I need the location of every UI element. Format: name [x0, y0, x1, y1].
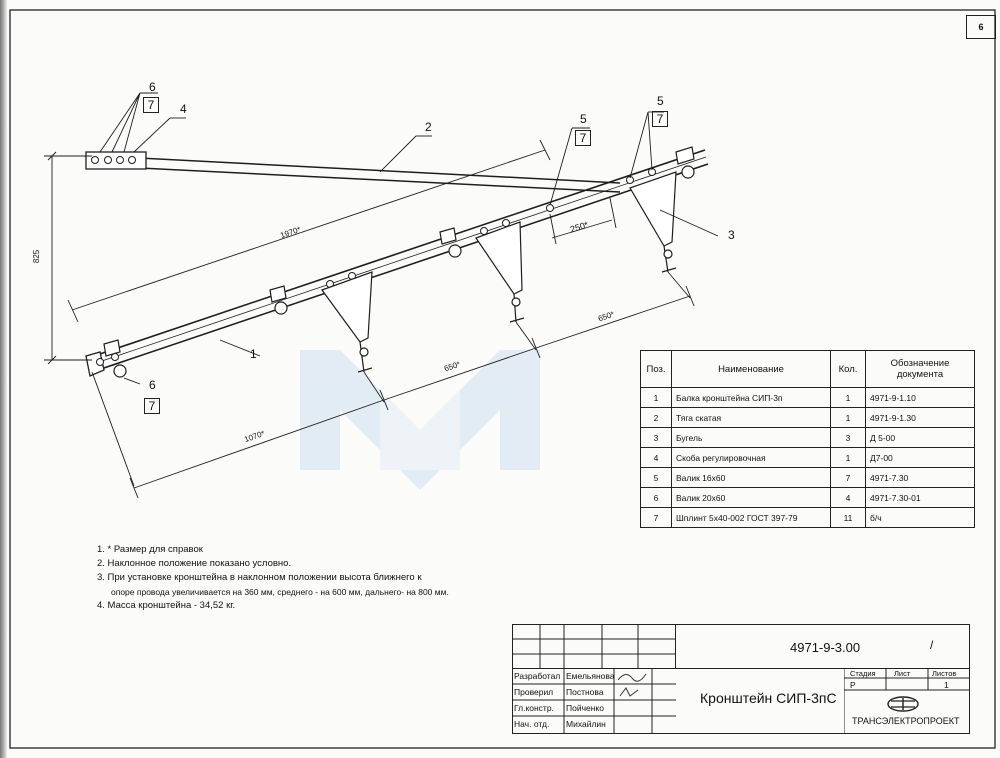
signature-1	[617, 673, 647, 682]
callout-5-right: 5	[657, 94, 664, 108]
callout-4: 4	[180, 102, 187, 116]
callout-7-right: 7	[652, 111, 668, 127]
sheet-label: Лист	[894, 669, 911, 678]
outer-frame	[9, 9, 996, 749]
cell-doc: 4971-9-1.30	[865, 407, 975, 428]
watermark-logo	[300, 350, 540, 490]
cell-qty: 3	[830, 427, 866, 448]
signers-grid	[512, 668, 676, 734]
callout-6-top: 6	[149, 80, 156, 94]
scan-edge	[0, 0, 7, 758]
cell-doc: б/ч	[865, 507, 975, 528]
callout-5-mid: 5	[580, 112, 587, 126]
signature-2	[619, 687, 639, 697]
cell-name: Тяга скатая	[671, 407, 831, 428]
cell-doc: Д7-00	[865, 447, 975, 468]
note-3: 3. При установке кронштейна в наклонном …	[97, 572, 422, 583]
callout-1: 1	[250, 347, 257, 361]
note-2: 2. Наклонное положение показано условно.	[97, 558, 292, 569]
tie-rod	[85, 151, 621, 193]
cell-pos: 7	[640, 507, 672, 528]
header-name: Наименование	[671, 350, 831, 388]
cell-name: Скоба регулировочная	[671, 447, 831, 468]
org-logo-icon	[887, 696, 919, 712]
dimension-lines	[44, 139, 695, 499]
sheets-label: Листов	[932, 669, 957, 678]
cell-name: Валик 20х60	[671, 487, 831, 508]
cell-pos: 1	[640, 387, 672, 408]
callout-7-bottom: 7	[144, 398, 160, 414]
header-doc: Обозначение документа	[865, 350, 975, 388]
callout-7-top: 7	[143, 97, 159, 113]
cell-name: Бугель	[671, 427, 831, 448]
doc-code: 4971-9-3.00	[790, 640, 861, 655]
main-beam	[85, 149, 709, 377]
note-3-cont: опоре провода увеличивается на 360 мм, с…	[111, 587, 449, 597]
signer-name-3: Пойченко	[566, 703, 604, 713]
cell-qty: 1	[830, 447, 866, 468]
beam-clamps	[103, 146, 695, 378]
signer-role-3: Гл.констр.	[514, 703, 554, 713]
cell-doc: 4971-7.30-01	[865, 487, 975, 508]
sheets-value: 1	[944, 680, 949, 690]
leader-lines	[99, 92, 719, 385]
spec-table: Поз. Наименование Кол. Обозначение докум…	[640, 350, 975, 528]
org-name: ТРАНСЭЛЕКТРОПРОЕКТ	[852, 716, 960, 726]
drawing-title: Кронштейн СИП-3пС	[700, 690, 837, 706]
signer-role-2: Проверил	[514, 687, 554, 697]
note-1: 1. * Размер для справок	[97, 544, 203, 555]
cell-name: Балка кронштейна СИП-3п	[671, 387, 831, 408]
doc-mark: /	[930, 638, 934, 652]
cell-doc: 4971-7.30	[865, 467, 975, 488]
callout-7-mid: 7	[575, 130, 591, 146]
cell-qty: 1	[830, 387, 866, 408]
signer-name-4: Михайлин	[566, 719, 606, 729]
beam-holes	[96, 168, 656, 366]
callout-6-bottom: 6	[149, 378, 156, 392]
stage-grid	[844, 668, 970, 734]
cell-pos: 3	[640, 427, 672, 448]
cell-qty: 4	[830, 487, 866, 508]
cell-pos: 2	[640, 407, 672, 428]
stage-label: Стадия	[850, 669, 876, 678]
cell-pos: 6	[640, 487, 672, 508]
dim-825: 825	[32, 249, 42, 264]
cell-qty: 7	[830, 467, 866, 488]
callout-3: 3	[728, 228, 735, 242]
signer-name-2: Постнова	[566, 687, 604, 697]
notes: 1. * Размер для справок 2. Наклонное пол…	[97, 543, 457, 613]
spec-header-row: Поз. Наименование Кол. Обозначение докум…	[640, 350, 975, 388]
header-pos: Поз.	[640, 350, 672, 388]
revision-grid	[512, 624, 676, 668]
signer-role-1: Разработал	[514, 671, 561, 681]
cell-doc: 4971-9-1.10	[865, 387, 975, 408]
hanging-brackets	[321, 171, 677, 373]
callout-2: 2	[425, 120, 432, 134]
cell-pos: 5	[640, 467, 672, 488]
cell-name: Валик 16х60	[671, 467, 831, 488]
cell-doc: Д 5-00	[865, 427, 975, 448]
cell-qty: 1	[830, 407, 866, 428]
signer-name-1: Емельянова	[566, 671, 615, 681]
cell-qty: 11	[830, 507, 866, 528]
stage-value: Р	[850, 680, 856, 690]
header-qty: Кол.	[830, 350, 866, 388]
signer-role-4: Нач. отд.	[514, 719, 550, 729]
note-4: 4. Масса кронштейна - 34,52 кг.	[97, 600, 236, 611]
page-number: 6	[966, 15, 996, 39]
cell-name: Шплинт 5х40-002 ГОСТ 397-79	[671, 507, 831, 528]
cell-pos: 4	[640, 447, 672, 468]
